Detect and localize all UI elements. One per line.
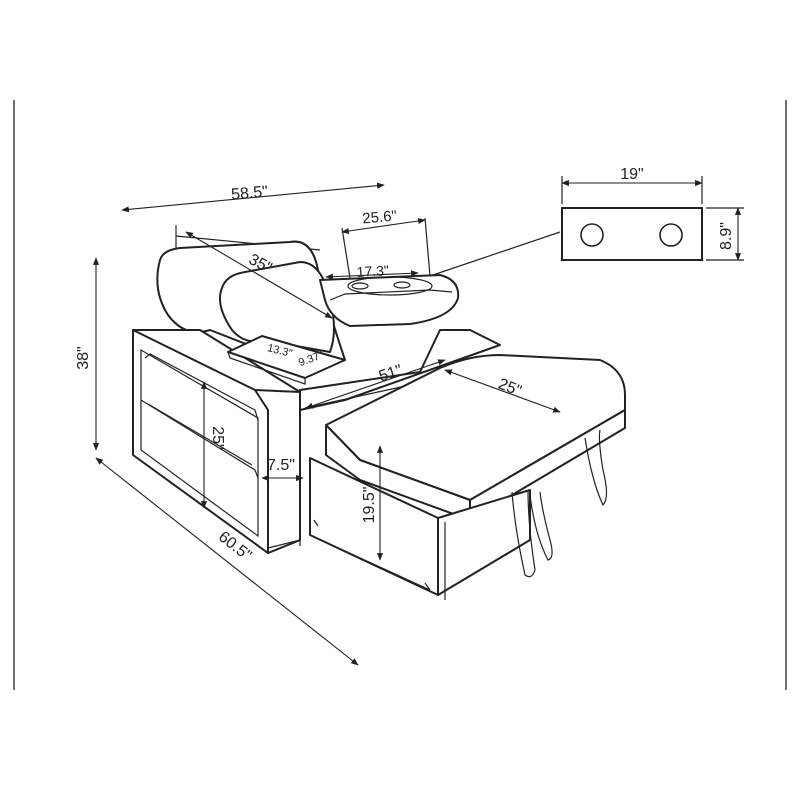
label-tray-inner: 17.3" [356, 262, 389, 280]
inset-leader-line [429, 231, 561, 277]
ottoman-base-side [437, 489, 531, 596]
sofa-bed-drawing [132, 225, 626, 600]
tray-rim [329, 289, 453, 301]
swivel-tray [319, 274, 460, 327]
label-total-height: 38" [75, 346, 92, 369]
label-arm-width: 7.5" [267, 457, 295, 474]
tray-ext-2 [424, 217, 431, 277]
label-inset-height: 8.9" [718, 222, 735, 250]
side-table-edge [227, 351, 306, 385]
tray-top-view-inset: 19" 8.9" [561, 166, 744, 261]
label-ottoman-height: 19.5" [361, 487, 378, 524]
dim-line-diagonal [185, 231, 333, 319]
label-shelf-height: 25" [209, 426, 226, 449]
dim-line-total-width [121, 182, 385, 213]
dim-line-ottoman-width [444, 369, 561, 413]
label-seat-length: 51" [377, 362, 405, 385]
label-side-table-depth: 13.3" [266, 342, 294, 360]
cup-hole-left [580, 223, 604, 247]
shelf-2-edge [147, 403, 253, 466]
label-inset-width: 19" [620, 166, 643, 183]
pull-strap-right [584, 429, 608, 507]
label-tray-width: 25.6" [362, 208, 398, 228]
dim-line-seat-length [305, 359, 446, 409]
tray-ext-1 [341, 227, 351, 279]
dim-line-total-depth [95, 457, 359, 666]
pull-strap-mid [529, 491, 553, 561]
dim-line-tray-inner [325, 270, 419, 280]
pull-strap-left [511, 489, 536, 578]
cup-holder-1 [351, 282, 369, 290]
dimension-lines [92, 182, 561, 666]
cup-hole-right [659, 223, 683, 247]
cup-holder-2 [393, 281, 411, 289]
ottoman-leg-2 [424, 582, 431, 591]
label-total-width: 58.5" [231, 183, 269, 203]
dim-line-tray-width [341, 217, 426, 235]
